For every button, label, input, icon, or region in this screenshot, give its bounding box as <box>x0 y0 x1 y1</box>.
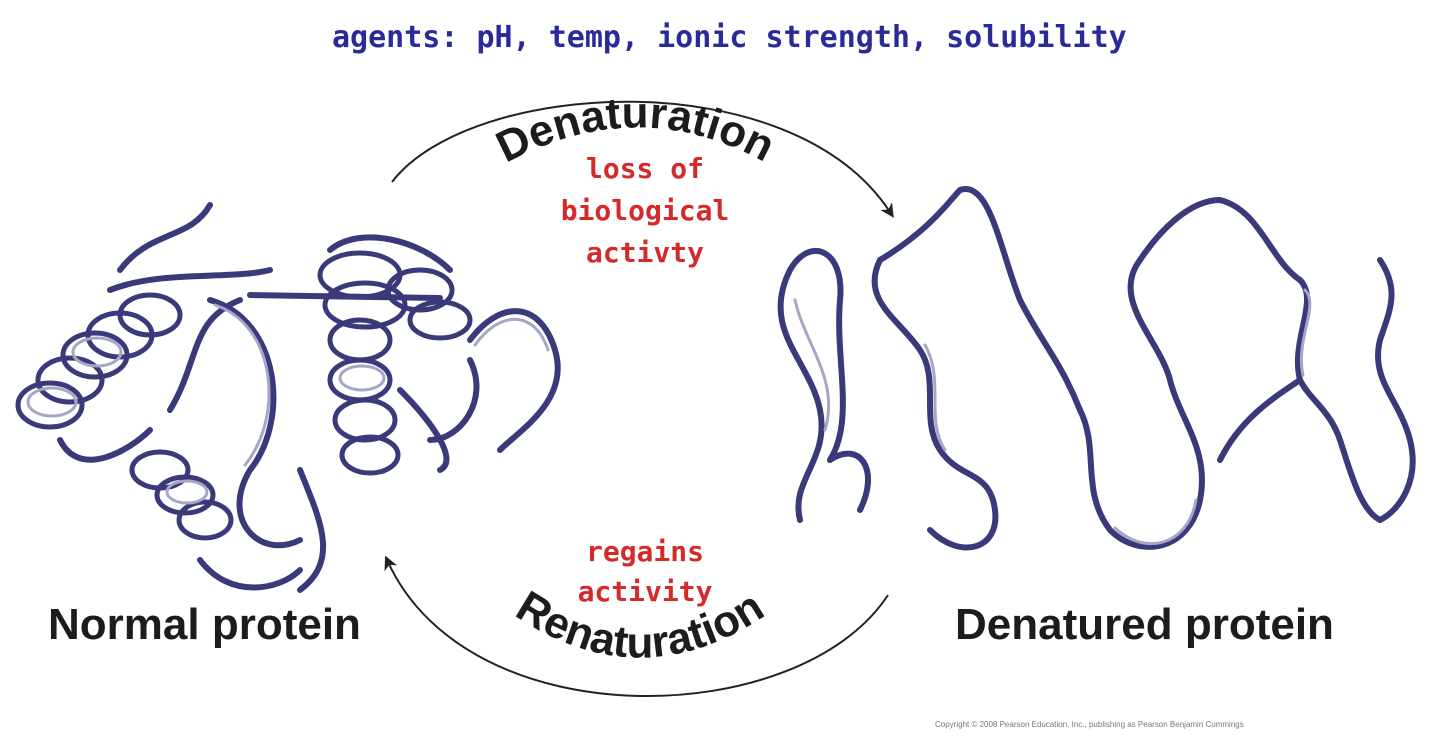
denaturation-note-line: activty <box>585 236 704 269</box>
normal-protein-illustration <box>15 202 561 593</box>
denaturation-note: loss of biological activty <box>560 148 730 274</box>
renaturation-note-line: regains <box>585 535 704 568</box>
agents-text: agents: pH, temp, ionic strength, solubi… <box>332 20 1127 55</box>
denaturation-note-line: biological <box>560 194 730 227</box>
denaturation-arrow <box>391 100 894 218</box>
renaturation-arrow <box>384 555 889 698</box>
denaturation-note-line: loss of <box>585 152 704 185</box>
renaturation-note: regains activity <box>560 532 730 612</box>
denatured-protein-illustration <box>777 186 1416 551</box>
copyright-text: Copyright © 2008 Pearson Education, Inc.… <box>935 720 1244 729</box>
denatured-protein-label: Denatured protein <box>955 600 1334 649</box>
normal-protein-label: Normal protein <box>48 600 361 649</box>
renaturation-note-line: activity <box>577 575 713 608</box>
